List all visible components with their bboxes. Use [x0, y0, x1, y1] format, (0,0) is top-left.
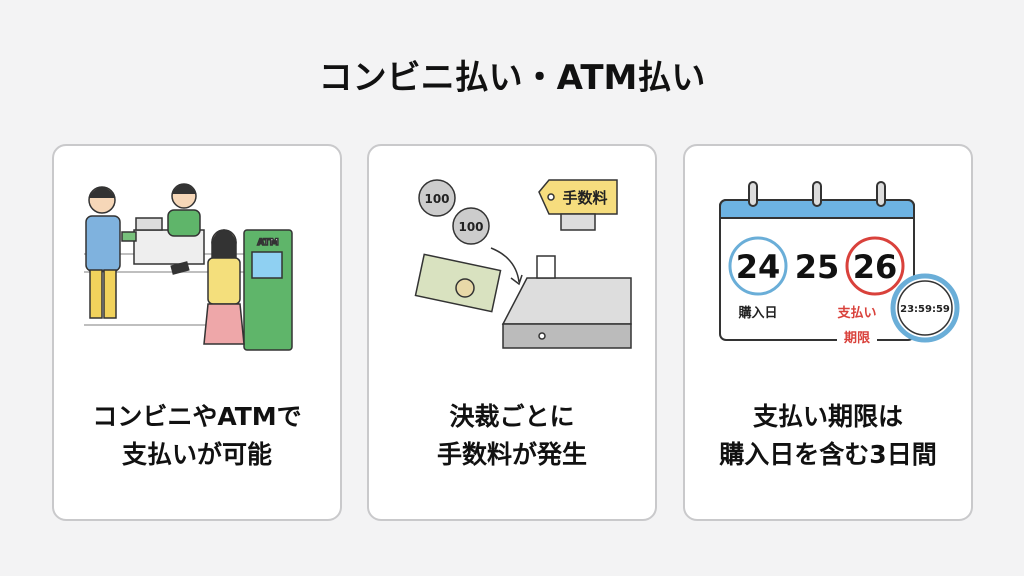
clock-time: 23:59:59	[900, 304, 950, 315]
svg-text:期限: 期限	[844, 331, 871, 346]
svg-text:26: 26	[853, 248, 898, 286]
card-deadline: 24 25 26 購入日 支払い 期限 23:59:59 支払い期限は 購入日を…	[683, 144, 973, 521]
card-fees: 100 100 手数料 決裁ごとに 手数料が発生	[367, 144, 657, 521]
coin	[452, 207, 490, 245]
atm-label: ATM	[257, 238, 278, 248]
svg-text:24: 24	[736, 248, 781, 286]
card-convenience-atm: ATM コンビニやATMで 支払いが可能	[52, 144, 342, 521]
coin	[418, 179, 456, 217]
svg-text:購入日: 購入日	[737, 305, 777, 321]
purchase-day-circle	[728, 236, 788, 296]
fees-illustration: 100 100 手数料	[414, 179, 632, 349]
card-caption: コンビニやATMで 支払いが可能	[92, 402, 302, 469]
customer-woman	[207, 257, 241, 305]
convenience-atm-illustration: ATM	[84, 183, 293, 351]
svg-text:25: 25	[795, 248, 840, 286]
calendar-illustration: 24 25 26 購入日 支払い 期限 23:59:59	[719, 181, 960, 346]
customer-man	[85, 215, 121, 272]
svg-text:支払い: 支払い	[836, 305, 876, 321]
card-caption: 決裁ごとに 手数料が発生	[436, 402, 587, 469]
cash-register	[501, 277, 632, 325]
svg-text:手数料: 手数料	[562, 189, 607, 207]
page-title: コンビニ払い・ATM払い	[318, 58, 706, 98]
fee-tag	[538, 179, 618, 215]
svg-text:100: 100	[424, 192, 449, 206]
atm-machine	[243, 229, 293, 351]
card-caption: 支払い期限は 購入日を含む3日間	[719, 402, 937, 469]
deadline-day-circle	[845, 236, 905, 296]
clerk	[167, 209, 201, 237]
svg-text:100: 100	[458, 220, 483, 234]
